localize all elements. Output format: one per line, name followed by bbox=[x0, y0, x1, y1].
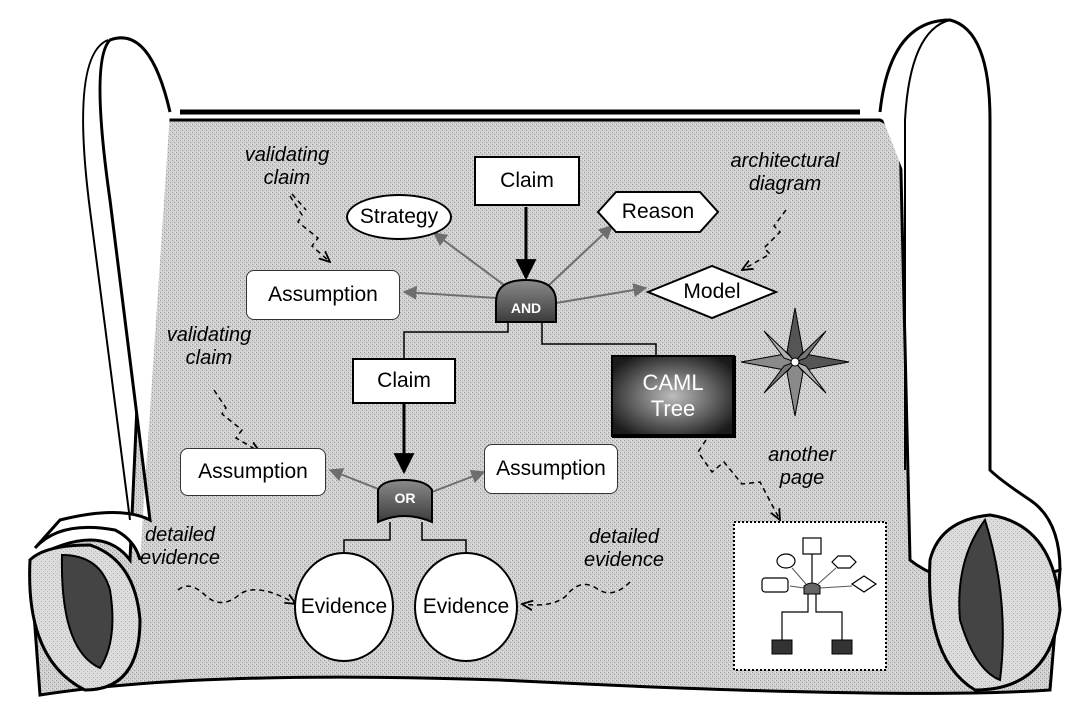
claim-node-mid: Claim bbox=[352, 358, 456, 404]
annotation-architectural-diagram: architectural diagram bbox=[722, 150, 848, 196]
annotation-line: page bbox=[779, 467, 825, 489]
annotation-line: validating bbox=[166, 324, 252, 346]
annotation-line: detailed bbox=[144, 524, 216, 546]
annotation-line: validating bbox=[244, 144, 330, 166]
compass-star-icon bbox=[740, 307, 850, 417]
strategy-node: Strategy bbox=[346, 194, 452, 240]
annotation-line: claim bbox=[263, 167, 311, 189]
annotation-line: claim bbox=[185, 347, 233, 369]
annotation-line: evidence bbox=[139, 547, 221, 569]
or-gate-shape bbox=[377, 478, 433, 524]
assumption-node-left: Assumption bbox=[180, 448, 326, 496]
annotation-line: architectural bbox=[730, 150, 840, 172]
annotation-line: diagram bbox=[748, 173, 822, 195]
evidence-node-right: Evidence bbox=[414, 552, 518, 662]
evidence-node-left: Evidence bbox=[294, 552, 394, 662]
assumption-node-right: Assumption bbox=[484, 444, 618, 494]
model-node-label: Model bbox=[683, 279, 741, 303]
reason-hexagon bbox=[596, 191, 720, 233]
and-gate-label: AND bbox=[510, 300, 542, 316]
annotation-line: another bbox=[768, 444, 836, 466]
annotation-validating-claim-top: validating claim bbox=[240, 144, 334, 190]
annotation-detailed-evidence-left: detailed evidence bbox=[134, 524, 226, 570]
annotation-another-page: another page bbox=[762, 444, 842, 490]
claim-node-top: Claim bbox=[474, 156, 580, 206]
and-gate-shape bbox=[495, 278, 557, 323]
annotation-validating-claim-mid: validating claim bbox=[162, 324, 256, 370]
reason-node-label: Reason bbox=[621, 199, 695, 223]
annotation-line: evidence bbox=[583, 549, 665, 571]
model-diamond bbox=[645, 264, 779, 320]
annotation-detailed-evidence-right: detailed evidence bbox=[578, 526, 670, 572]
caml-tree-label: CAML Tree bbox=[642, 369, 704, 421]
assumption-node-top: Assumption bbox=[246, 270, 400, 320]
caml-tree-box bbox=[611, 355, 735, 437]
or-gate-label: OR bbox=[394, 490, 416, 506]
mini-tree-thumbnail-icon bbox=[733, 521, 887, 671]
annotation-line: detailed bbox=[588, 526, 660, 548]
